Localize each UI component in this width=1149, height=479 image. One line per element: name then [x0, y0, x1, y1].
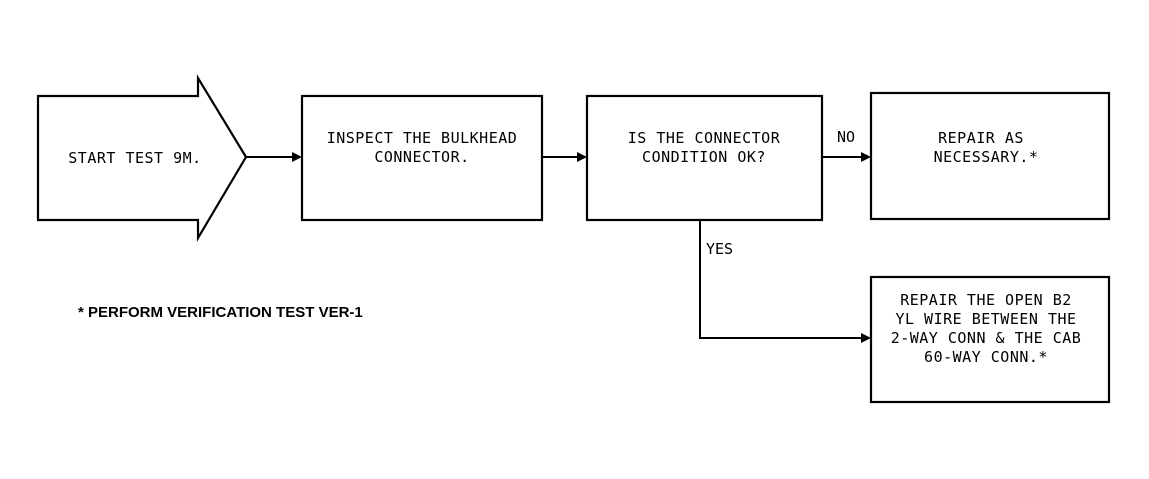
arrowhead-icon [861, 333, 871, 343]
edge-decision-no: NO [822, 128, 871, 162]
footnote: * PERFORM VERIFICATION TEST VER-1 [78, 304, 363, 321]
arrowhead-icon [292, 152, 302, 162]
repair-open-line-3: 2-WAY CONN & THE CAB [891, 329, 1082, 347]
arrowhead-icon [577, 152, 587, 162]
decision-line-1: IS THE CONNECTOR [628, 129, 781, 147]
inspect-node: INSPECT THE BULKHEAD CONNECTOR. [300, 94, 544, 222]
edge-start-to-inspect [246, 152, 302, 162]
decision-box [585, 94, 824, 222]
repair-as-necessary-node: REPAIR AS NECESSARY.* [869, 91, 1111, 221]
start-node: START TEST 9M. [36, 74, 248, 243]
repair-open-line-1: REPAIR THE OPEN B2 [900, 291, 1072, 309]
arrowhead-icon [861, 152, 871, 162]
edge-inspect-to-decision [542, 152, 587, 162]
decision-node: IS THE CONNECTOR CONDITION OK? [585, 94, 824, 222]
inspect-box [300, 94, 544, 222]
start-label: START TEST 9M. [68, 149, 201, 167]
edge-label-yes: YES [706, 240, 733, 258]
repair-open-line-4: 60-WAY CONN.* [924, 348, 1048, 366]
edge-decision-yes: YES [699, 220, 871, 343]
inspect-line-1: INSPECT THE BULKHEAD [327, 129, 518, 147]
repair-open-line-2: YL WIRE BETWEEN THE [895, 310, 1076, 328]
repair-as-necessary-line-2: NECESSARY.* [934, 148, 1039, 166]
decision-line-2: CONDITION OK? [642, 148, 766, 166]
repair-as-necessary-line-1: REPAIR AS [938, 129, 1024, 147]
repair-as-necessary-box [869, 91, 1111, 221]
inspect-line-2: CONNECTOR. [374, 148, 469, 166]
repair-open-box [869, 275, 1111, 404]
start-arrow-shape [36, 74, 248, 243]
edge-label-no: NO [837, 128, 855, 146]
repair-open-node: REPAIR THE OPEN B2 YL WIRE BETWEEN THE 2… [869, 275, 1111, 404]
